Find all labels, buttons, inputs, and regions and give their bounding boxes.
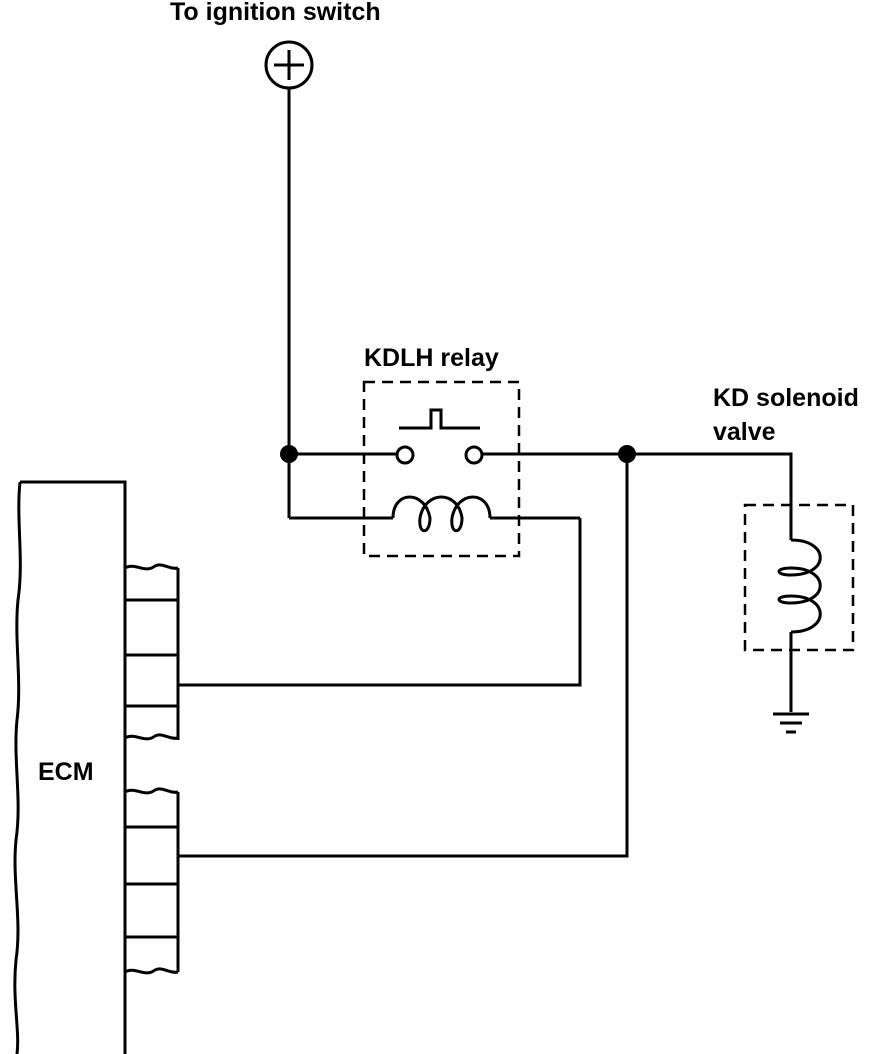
solenoid-feed-wire (627, 452, 793, 540)
relay-label: KDLH relay (364, 344, 499, 372)
ignition-switch-label: To ignition switch (170, 0, 381, 26)
relay-box (362, 380, 521, 558)
positive-terminal-icon (264, 40, 314, 90)
solenoid-label: KD solenoid (713, 384, 859, 412)
solenoid-label-line2: valve (713, 418, 776, 446)
junction-to-ecm-wire (178, 454, 629, 858)
junction-dot-icon (280, 445, 298, 463)
ecm-connector-lower (124, 787, 180, 975)
solenoid-coil-icon (777, 538, 822, 712)
ecm-label: ECM (38, 758, 94, 786)
ecm-connector-upper (124, 563, 180, 741)
solenoid-box (743, 503, 855, 652)
relay-switch (289, 408, 627, 465)
relay-coil-icon (289, 495, 580, 533)
ecm-box (13, 480, 127, 1054)
ground-icon (773, 712, 809, 734)
relay-to-ecm-wire (178, 518, 582, 687)
